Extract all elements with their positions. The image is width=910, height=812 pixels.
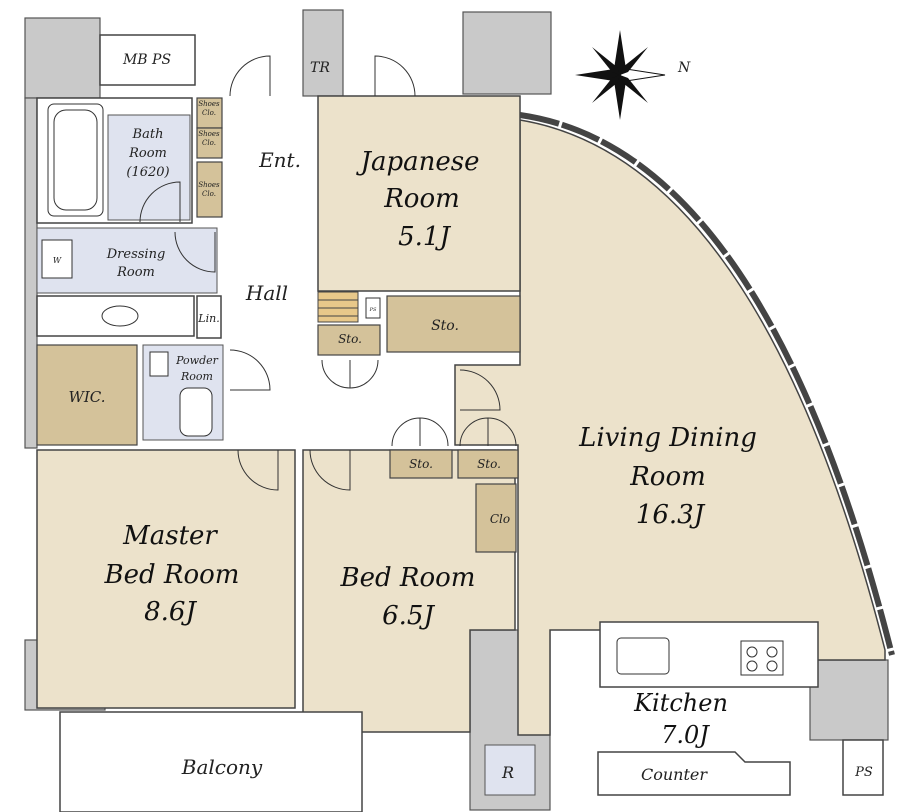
dressing-label-1: Dressing — [106, 247, 166, 262]
wall-left — [24, 97, 38, 449]
sto-label-3: Sto. — [409, 457, 433, 471]
curved-window-wall — [519, 112, 895, 656]
japanese-room-name-2: Room — [383, 184, 460, 214]
washbasin — [101, 305, 139, 327]
refrigerator-space — [484, 744, 536, 796]
ps-label: PS — [854, 765, 873, 780]
bath-label-2: Room — [128, 146, 167, 161]
shoe-closet-3 — [196, 161, 223, 218]
living-door — [459, 369, 501, 411]
living-room-size: 16.3J — [636, 500, 706, 530]
mb-ps-box — [99, 34, 196, 86]
sto-door-right — [349, 359, 379, 389]
sto-label-1: Sto. — [338, 332, 362, 346]
powder-door — [229, 349, 271, 391]
dressing-door — [174, 231, 216, 273]
sto-label-4: Sto. — [477, 457, 501, 471]
powder-label-1: Powder — [175, 354, 219, 367]
japanese-room-floor — [317, 95, 521, 292]
kitchen-size: 7.0J — [661, 721, 710, 749]
column-top-left — [24, 17, 101, 99]
clo-label-3: Clo. — [202, 190, 216, 198]
balcony-label: Balcony — [181, 755, 263, 779]
closet-door-2 — [419, 417, 449, 447]
bed-closet — [475, 483, 517, 553]
washer-label: W — [53, 256, 62, 265]
kitchen-name: Kitchen — [633, 689, 728, 717]
kitchen-sink — [616, 637, 670, 675]
bed-room-size: 6.5J — [382, 601, 435, 631]
linen-closet — [196, 295, 222, 339]
clo-label-2: Clo. — [202, 139, 216, 147]
mb-ps-label: MB PS — [122, 52, 171, 68]
closet-door-4 — [487, 417, 517, 447]
living-room-name-2: Room — [629, 462, 706, 492]
r-label: R — [501, 763, 514, 782]
master-room-size: 8.6J — [144, 597, 197, 627]
japanese-room-storage — [386, 295, 521, 353]
entry-door-right — [374, 55, 416, 97]
shoes-label-2: Shoes — [198, 130, 220, 138]
tr-label: TR — [310, 60, 330, 76]
master-door — [237, 449, 279, 491]
hall-label: Hall — [245, 281, 288, 305]
ps-small-box — [365, 297, 381, 319]
shoe-closet-1 — [196, 97, 223, 129]
wic-label: WIC. — [68, 388, 105, 406]
stairs-step — [317, 291, 359, 323]
living-dining-room-floor — [454, 119, 886, 736]
japanese-room-size: 5.1J — [398, 222, 451, 252]
bed-storage-1 — [389, 449, 453, 479]
shoe-closet-2 — [196, 127, 223, 159]
entrance-door — [229, 55, 271, 97]
closet-door-3 — [459, 417, 489, 447]
lin-label: Lin. — [197, 312, 219, 325]
small-storage — [317, 324, 381, 356]
column-top-right — [462, 11, 552, 95]
ps-small-label: PS — [369, 307, 377, 313]
tr-shaft-wall — [302, 9, 344, 97]
washer — [41, 239, 73, 279]
toilet — [179, 387, 213, 437]
stove-burners — [740, 640, 784, 676]
dressing-label-2: Room — [116, 265, 155, 280]
walk-in-closet — [36, 344, 138, 446]
bed-room-name: Bed Room — [340, 563, 476, 593]
living-room-name: Living Dining — [578, 423, 757, 453]
closet-door-1 — [391, 417, 421, 447]
column-bottom-right — [809, 659, 889, 741]
bath-room-floor — [107, 114, 191, 221]
shoes-label-1: Shoes — [198, 100, 220, 108]
shoes-label-3: Shoes — [198, 181, 220, 189]
compass-icon — [575, 30, 666, 120]
ent-label: Ent. — [258, 148, 301, 172]
bath-door — [139, 181, 181, 223]
bath-label-1: Bath — [132, 127, 164, 142]
master-bed-room-floor — [36, 449, 296, 709]
bed-storage-2 — [457, 449, 519, 479]
master-room-name: Master — [122, 521, 218, 551]
sto-door-left — [321, 359, 351, 389]
clo-bed-label: Clo — [490, 512, 510, 526]
japanese-room-name: Japanese — [356, 147, 480, 177]
bath-label-3: (1620) — [126, 165, 169, 180]
bed-door — [309, 449, 351, 491]
kitchen-counter — [597, 751, 791, 796]
ps-box — [842, 739, 884, 796]
master-room-name-2: Bed Room — [104, 560, 240, 590]
balcony-floor — [59, 711, 363, 812]
clo-label-1: Clo. — [202, 109, 216, 117]
powder-label-2: Room — [180, 370, 213, 383]
powder-sink — [149, 351, 169, 377]
counter-label: Counter — [641, 765, 708, 784]
north-label: N — [677, 60, 691, 76]
sto-label-2: Sto. — [431, 318, 459, 334]
